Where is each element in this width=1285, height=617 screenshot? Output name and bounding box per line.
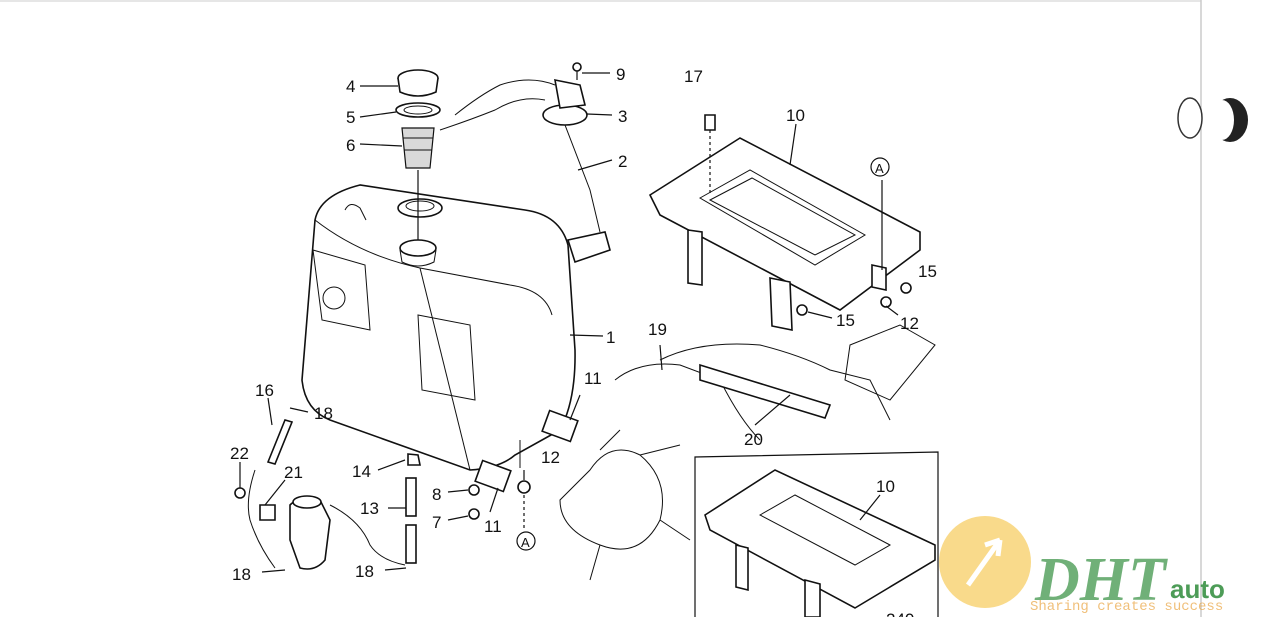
- callout-7: 7: [432, 513, 441, 532]
- callout-18: 18: [314, 404, 333, 423]
- callout-11: 11: [584, 369, 602, 388]
- callout-12: 12: [900, 314, 919, 333]
- filler-cap: [395, 69, 441, 240]
- arrow-icon: [965, 537, 1003, 587]
- callout-11b: 11: [484, 517, 502, 536]
- leader-lines: [239, 72, 899, 573]
- callout-a: A: [875, 161, 884, 176]
- callout-22: 22: [230, 444, 249, 463]
- callout-a2: A: [521, 535, 530, 550]
- callout-10: 10: [786, 106, 805, 125]
- detail-inset: [694, 451, 939, 617]
- callout-2: 2: [618, 152, 627, 171]
- watermark-tagline: Sharing creates success: [1030, 599, 1223, 615]
- callout-13: 13: [360, 499, 379, 518]
- callout-5: 5: [346, 108, 355, 127]
- callout-10b: 10: [876, 477, 895, 496]
- callout-19: 19: [648, 320, 667, 339]
- callout-8: 8: [432, 485, 441, 504]
- callout-12b: 12: [541, 448, 560, 467]
- callout-17: 17: [684, 67, 703, 86]
- callout-4: 4: [346, 77, 355, 96]
- spacer-11b: [474, 459, 512, 493]
- engine-frame-sketch: [559, 324, 936, 581]
- callout-9: 9: [616, 65, 625, 84]
- callout-16: 16: [255, 381, 274, 400]
- callout-3: 3: [618, 107, 627, 126]
- callout-15b: 15: [836, 311, 855, 330]
- callout-20: 20: [744, 430, 763, 449]
- spacer-11: [541, 409, 579, 443]
- dht-auto-watermark: DHT auto Sharing creates success: [939, 516, 1225, 615]
- callout-240: 240: [886, 610, 914, 617]
- watermark-suffix: auto: [1170, 574, 1225, 604]
- fuel-tank: [301, 184, 576, 471]
- fuel-hose: [247, 419, 417, 569]
- tank-bracket: [648, 137, 921, 331]
- callout-18b: 18: [232, 565, 251, 584]
- clamps-and-nuts: [234, 282, 912, 521]
- callout-21: 21: [284, 463, 303, 482]
- bolt-17: [704, 114, 716, 195]
- callout-15: 15: [918, 262, 937, 281]
- reference-a-circle: [516, 531, 536, 551]
- binder-hole-icon: [1177, 97, 1248, 142]
- callout-6: 6: [346, 136, 355, 155]
- callout-1: 1: [606, 328, 615, 347]
- fuel-pump: [289, 495, 406, 570]
- screw-9: [572, 62, 582, 80]
- watermark-brand: DHT: [1034, 546, 1168, 614]
- fuel-gauge-sender: [439, 78, 611, 264]
- callout-18c: 18: [355, 562, 374, 581]
- callout-14: 14: [352, 462, 371, 481]
- reference-a-circle: [870, 157, 890, 177]
